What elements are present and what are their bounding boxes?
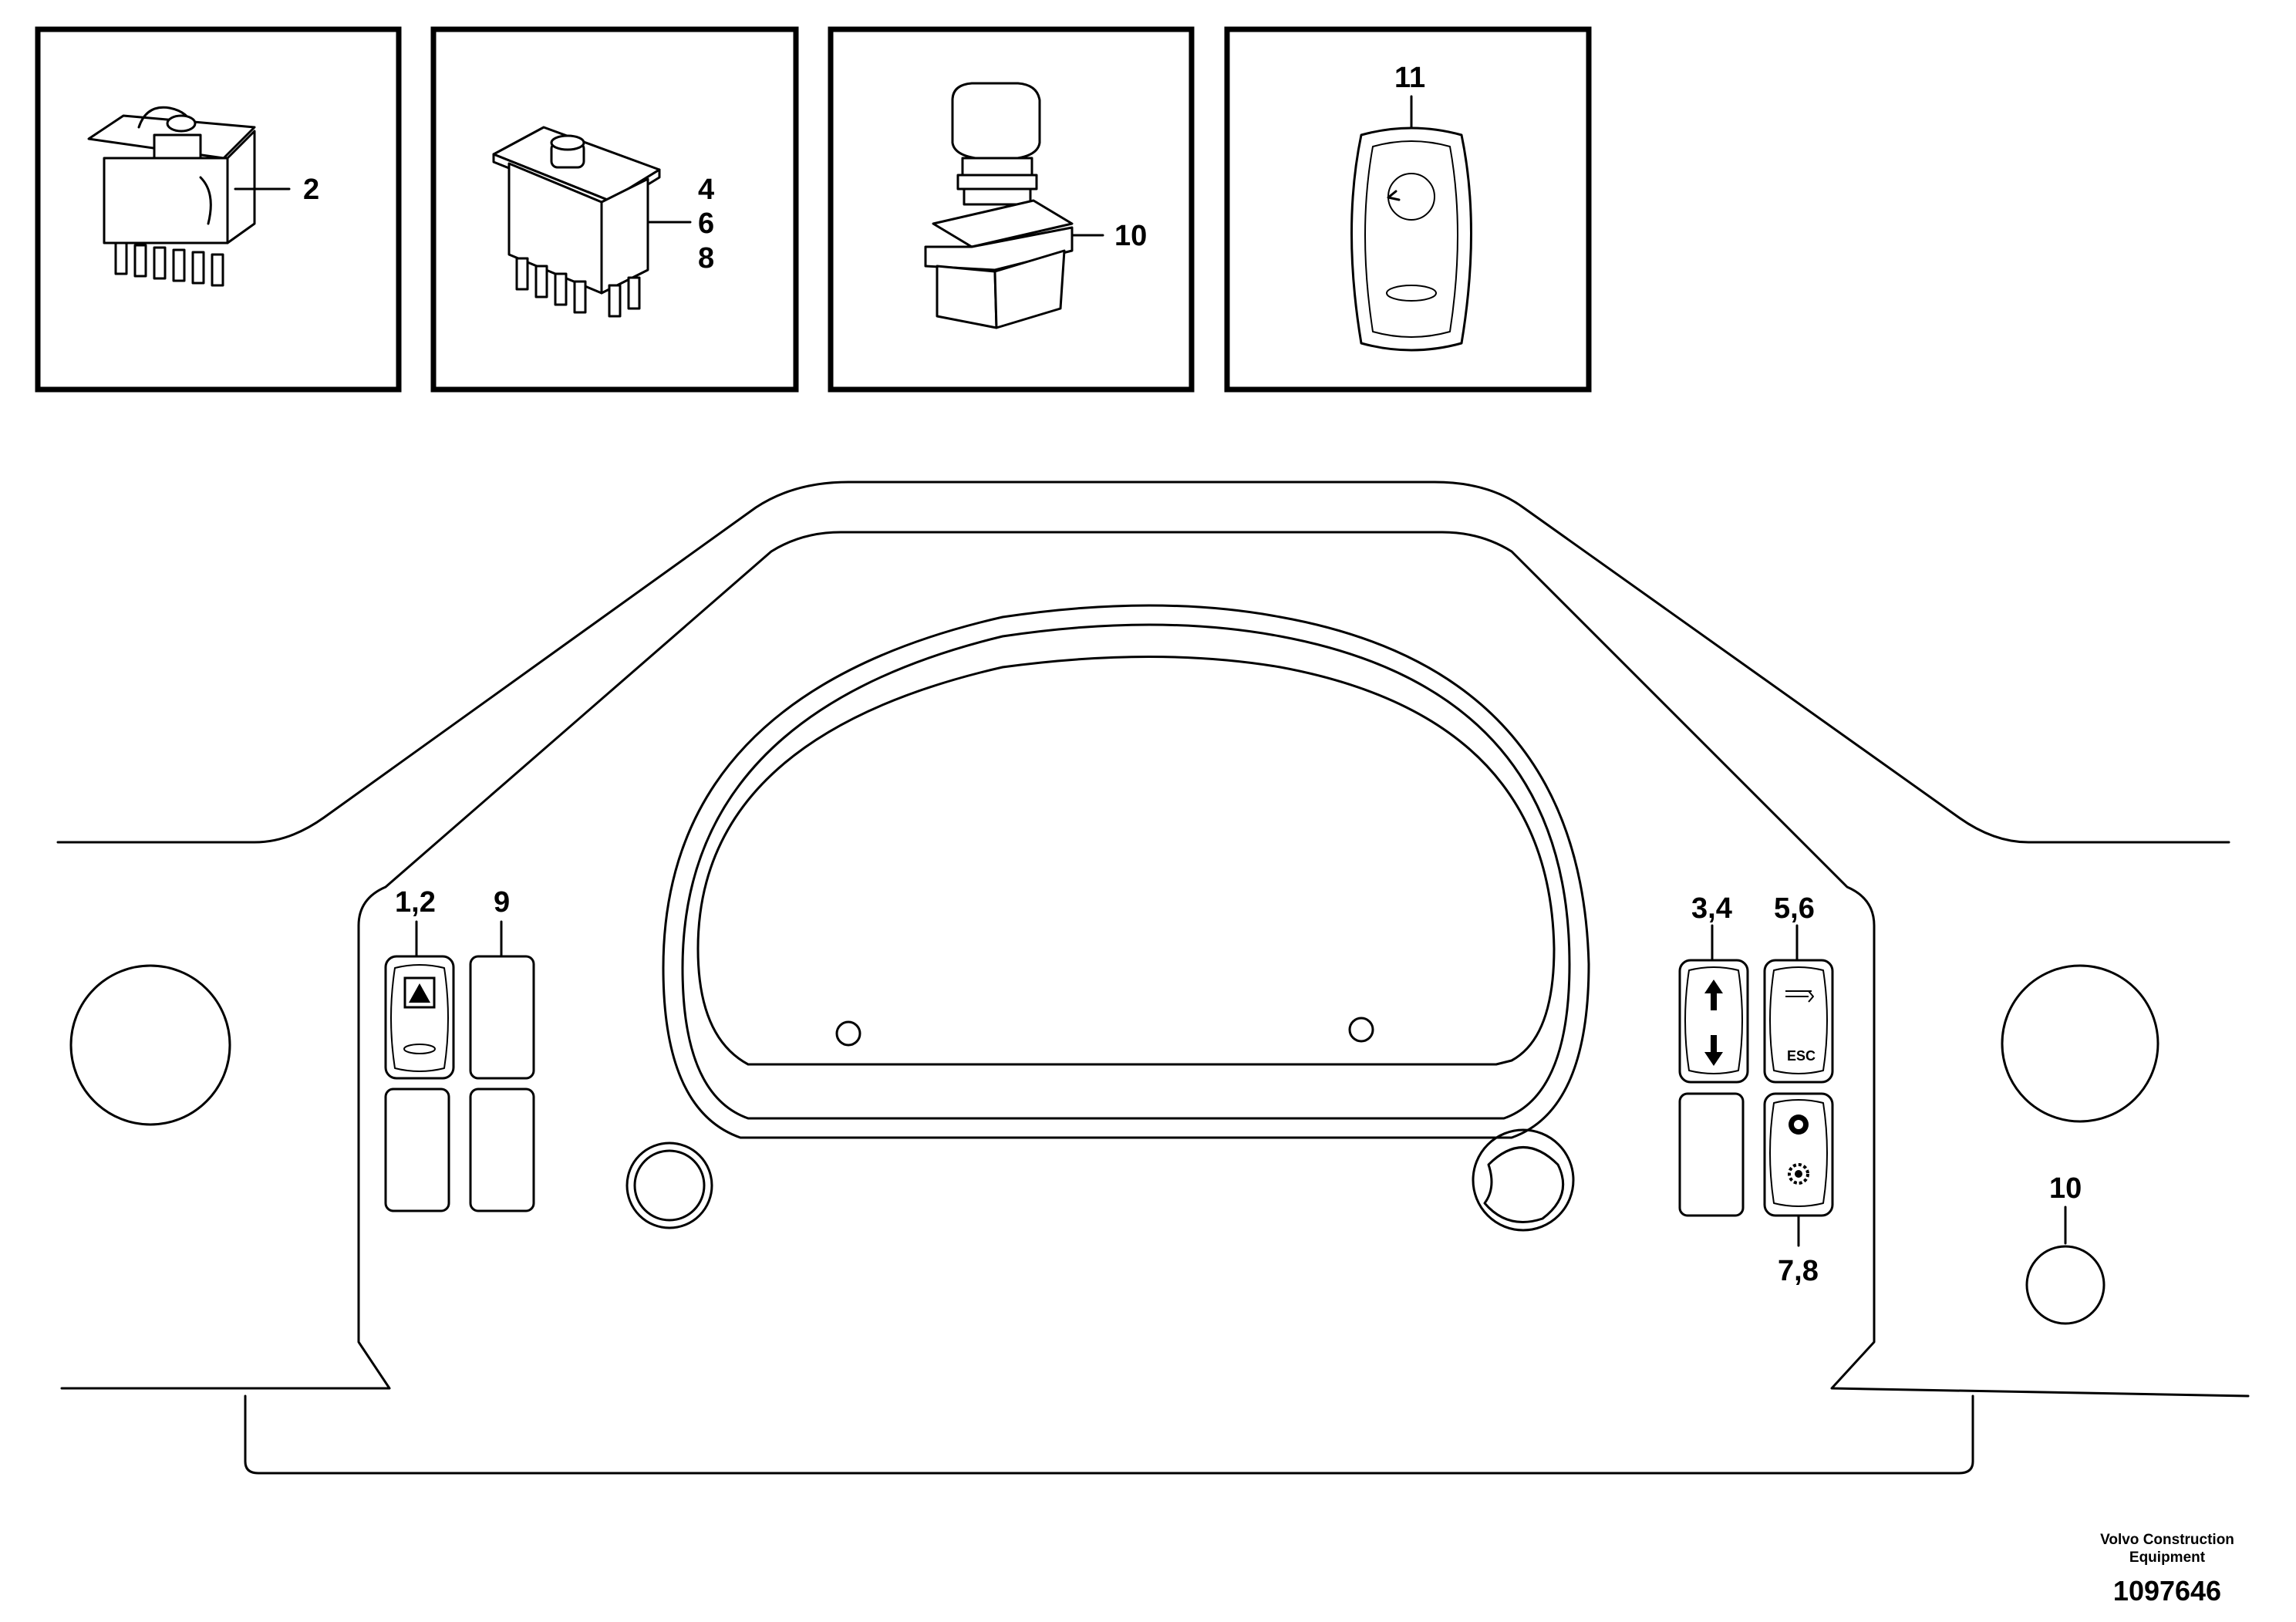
left-round-plug-inner xyxy=(633,1149,706,1222)
select-icon xyxy=(1785,990,1814,1003)
up-down-switch-3-4[interactable] xyxy=(1678,959,1749,1084)
footer-block: Volvo Construction Equipment 1097646 xyxy=(2100,1532,2234,1607)
right-switch-group: 3,4 5,6 ESC 7,8 xyxy=(1678,892,1834,1287)
right-vent xyxy=(2001,964,2159,1123)
callout-4: 4 xyxy=(698,174,714,206)
company-name-line1: Volvo Construction xyxy=(2100,1532,2234,1548)
callout-11: 11 xyxy=(1394,62,1425,94)
inset-pushbutton-switch: 4 6 8 xyxy=(430,26,799,393)
arrow-down-icon xyxy=(1704,1035,1723,1066)
drawing-number: 1097646 xyxy=(2113,1575,2221,1607)
inset-rocker-switch: 2 xyxy=(35,26,402,393)
blank-switch-9[interactable] xyxy=(469,955,535,1080)
rocker-cover-drawing xyxy=(1350,126,1472,352)
gear-icon xyxy=(1788,1163,1809,1185)
pushbutton-switch-drawing xyxy=(492,126,661,318)
left-round-plug xyxy=(625,1141,713,1229)
inset-mushroom-button: 10 xyxy=(828,26,1195,393)
company-name-line2: Equipment xyxy=(2129,1549,2206,1566)
blank-switch-lower-right[interactable] xyxy=(1678,1092,1745,1217)
ignition-lock xyxy=(1472,1128,1575,1232)
callout-3-4: 3,4 xyxy=(1691,892,1732,925)
inset-rocker-cover: 11 xyxy=(1224,26,1592,393)
callout-6: 6 xyxy=(698,207,714,240)
left-vent xyxy=(69,964,231,1126)
callout-5-6: 5,6 xyxy=(1774,892,1815,925)
callout-7-8: 7,8 xyxy=(1778,1255,1819,1287)
push-button-10[interactable] xyxy=(2025,1245,2106,1325)
callout-10-inset: 10 xyxy=(1114,220,1147,252)
blank-switch-lower-mid[interactable] xyxy=(469,1088,535,1212)
arrow-up-icon xyxy=(1704,980,1723,1010)
hazard-triangle-icon xyxy=(409,983,430,1003)
callout-1-2: 1,2 xyxy=(395,886,436,919)
function-switch-7-8[interactable] xyxy=(1763,1092,1834,1217)
rocker-switch-drawing xyxy=(87,106,256,287)
dashboard-outline xyxy=(56,481,2250,1475)
esc-label: ESC xyxy=(1787,1048,1816,1064)
select-esc-switch-5-6[interactable]: ESC xyxy=(1763,959,1834,1084)
hazard-switch-1-2[interactable] xyxy=(384,955,455,1080)
callout-8: 8 xyxy=(698,242,714,275)
blank-switch-lower-left[interactable] xyxy=(384,1088,450,1212)
callout-9: 9 xyxy=(494,886,510,919)
right-push-button-10: 10 xyxy=(2025,1172,2106,1325)
instrument-cluster xyxy=(662,604,1590,1139)
callout-2: 2 xyxy=(303,174,319,206)
left-switch-group: 1,2 9 xyxy=(384,886,535,1212)
mushroom-button-drawing xyxy=(924,82,1074,329)
callout-10-panel: 10 xyxy=(2049,1172,2082,1205)
